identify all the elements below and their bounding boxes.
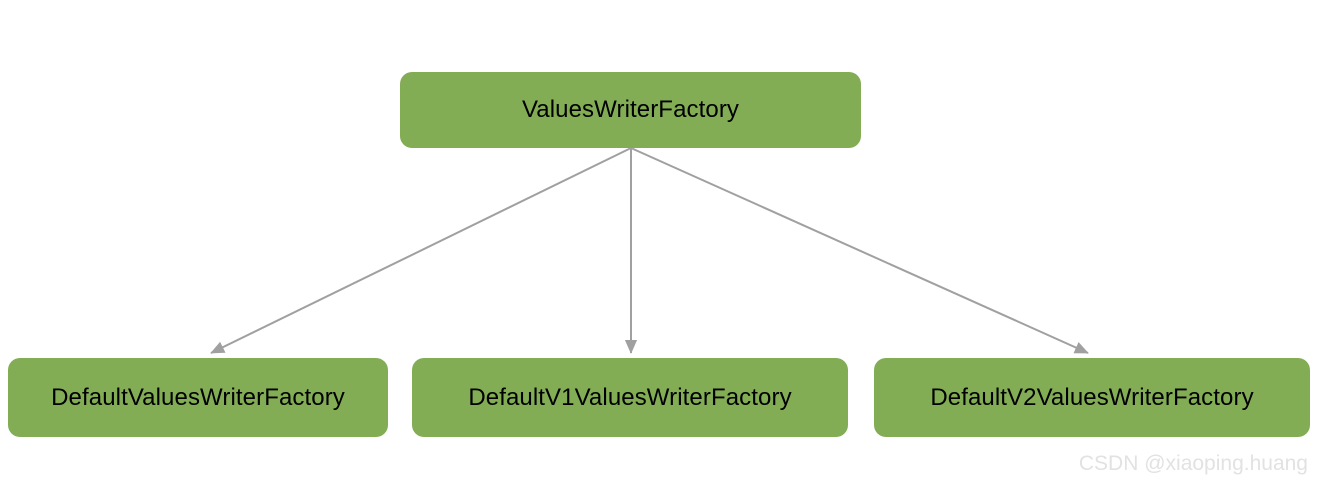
node-default-values-writer-factory[interactable]: DefaultValuesWriterFactory [8, 358, 388, 437]
node-label: DefaultV2ValuesWriterFactory [930, 383, 1254, 411]
node-default-v2-values-writer-factory[interactable]: DefaultV2ValuesWriterFactory [874, 358, 1310, 437]
node-label: ValuesWriterFactory [521, 96, 740, 123]
node-label: DefaultValuesWriterFactory [51, 383, 345, 411]
node-label: DefaultV1ValuesWriterFactory [468, 383, 792, 411]
edge-root-to-child-0 [210, 147, 632, 354]
edge-root-to-child-2 [630, 147, 1089, 354]
watermark: CSDN @xiaoping.huang [1078, 452, 1308, 475]
node-default-v1-values-writer-factory[interactable]: DefaultV1ValuesWriterFactory [412, 358, 848, 437]
node-values-writer-factory[interactable]: ValuesWriterFactory [400, 72, 861, 148]
